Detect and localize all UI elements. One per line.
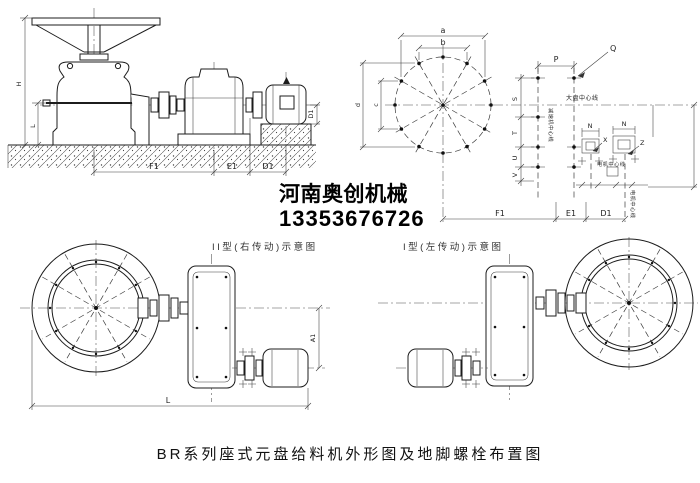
motor-top-view (232, 348, 325, 388)
anchor-bolt-plan-view: a b d c 减速机中心线 (354, 26, 698, 223)
dim-label-a: a (441, 26, 446, 35)
plan-bottom-dimensions: F1 E1 D1 (439, 202, 629, 223)
company-name: 河南奥创机械 (279, 183, 408, 206)
type2-dimensions: L A1 (28, 304, 323, 410)
feeder-disc (31, 17, 161, 61)
row-spacing-dimensions: S T U V (511, 74, 534, 186)
motor-bolt-field: N N X Z 电机中心线 电机中心线 (576, 101, 698, 222)
reducer-centerline-label: 减速机中心线 (547, 108, 555, 142)
motor (265, 77, 307, 125)
dim-label-d1-right: D1 (307, 109, 315, 118)
column-spacing-dimension: P Q (534, 44, 616, 78)
disc-top-view (31, 243, 161, 373)
dim-label-n-right: N (622, 120, 627, 128)
coupling-output (245, 91, 263, 119)
rim-bolts (48, 260, 144, 356)
leader-arrow-icon (578, 72, 585, 78)
type1-schematic-title: I型(左传动)示意图 (403, 242, 504, 253)
circle-dimensions: a b d c (354, 26, 489, 151)
company-watermark: 河南奥创机械 13353676726 (279, 183, 425, 231)
dim-label-l: L (166, 396, 171, 405)
type2-right-drive-schematic: L A1 (20, 240, 330, 410)
coupling-input (150, 91, 185, 119)
dim-label-e1: E1 (227, 162, 237, 171)
side-view-dimensions: H L F1 E1 D1 D1 (15, 14, 321, 176)
dim-label-v: V (511, 172, 519, 177)
motor-centerline-label-vertical: 电机中心线 (629, 190, 637, 218)
dim-label-a1: A1 (309, 334, 317, 343)
drawing-caption: BR系列座式元盘给料机外形图及地脚螺栓布置图 (156, 446, 544, 463)
gearbox-top-view (485, 254, 534, 400)
dim-label-f1: F1 (495, 209, 505, 218)
dim-label-q: Q (610, 44, 616, 53)
company-phone: 13353676726 (279, 206, 425, 231)
dim-label-h: H (15, 81, 23, 86)
gearbox-top-view (187, 254, 236, 402)
ground-hatch (8, 145, 316, 168)
dim-label-x: X (603, 136, 608, 144)
dim-label-d1: D1 (600, 209, 611, 218)
dim-label-d1: D1 (262, 162, 273, 171)
leader-arrow-icon (593, 147, 599, 152)
type1-left-drive-schematic (378, 237, 698, 400)
rotation-arrow-icon (283, 77, 290, 84)
motor-centerline-label: 电机中心线 (597, 160, 625, 168)
drive-shaft-couplings (137, 294, 189, 322)
gear-reducer (177, 68, 251, 146)
dim-label-n-left: N (588, 122, 593, 130)
dim-label-s: S (511, 97, 519, 101)
dim-label-d: d (354, 103, 362, 107)
dim-label-u: U (511, 155, 519, 160)
dim-label-f1: F1 (149, 162, 159, 171)
leader-arrow-icon (628, 150, 634, 155)
dim-label-b: b (440, 38, 445, 47)
motor-top-view (396, 348, 488, 388)
drive-shaft-couplings (535, 289, 587, 317)
disc-centerline-label: 大盘中心线 (566, 94, 599, 102)
dim-label-c: c (372, 103, 380, 107)
disc-bolt-circle (393, 55, 493, 155)
dim-label-p: P (554, 55, 559, 64)
dim-label-e1: E1 (566, 209, 576, 218)
terminal-box (279, 95, 295, 110)
anchor-bolts (393, 55, 493, 155)
type2-schematic-title: II型(右传动)示意图 (212, 242, 318, 253)
rim-bolts (581, 255, 677, 351)
dim-label-z: Z (640, 139, 645, 147)
dim-label-t: T (511, 131, 519, 136)
reducer-bolt-field: 减速机中心线 (531, 68, 581, 200)
side-elevation-view: H L F1 E1 D1 D1 (7, 8, 321, 176)
dim-label-l: L (29, 124, 37, 128)
feeder-housing (42, 61, 150, 146)
support-bracket (130, 93, 150, 146)
